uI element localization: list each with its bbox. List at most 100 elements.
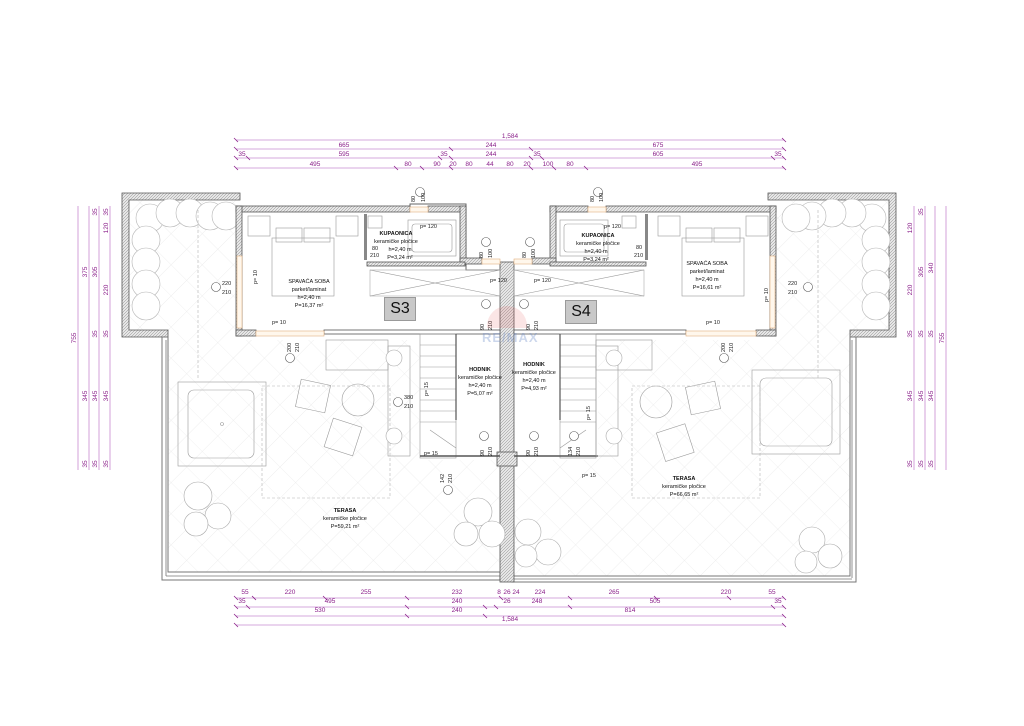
svg-text:35: 35 <box>440 151 448 158</box>
svg-text:p= 120: p= 120 <box>534 278 551 284</box>
svg-text:80: 80 <box>506 161 514 168</box>
svg-text:210: 210 <box>295 343 301 352</box>
svg-text:90: 90 <box>433 161 441 168</box>
svg-text:1,584: 1,584 <box>502 133 519 140</box>
svg-text:TERASA: TERASA <box>673 476 696 482</box>
svg-text:495: 495 <box>310 161 321 168</box>
svg-text:26: 26 <box>503 598 511 605</box>
planter-shrubs <box>131 198 891 321</box>
svg-text:605: 605 <box>653 151 664 158</box>
svg-text:P=16,61 m²: P=16,61 m² <box>693 285 722 291</box>
svg-text:120: 120 <box>907 222 914 233</box>
svg-text:p= 10: p= 10 <box>272 320 286 326</box>
svg-text:35: 35 <box>918 460 925 468</box>
svg-text:80: 80 <box>372 246 378 252</box>
svg-text:SPAVAĆA SOBA: SPAVAĆA SOBA <box>288 278 330 285</box>
svg-text:35: 35 <box>92 208 99 216</box>
svg-text:595: 595 <box>339 151 350 158</box>
svg-text:HODNIK: HODNIK <box>469 367 491 373</box>
svg-text:35: 35 <box>928 330 935 338</box>
svg-text:80: 80 <box>636 245 642 251</box>
svg-text:675: 675 <box>653 142 664 149</box>
svg-text:210: 210 <box>370 253 379 259</box>
svg-text:90: 90 <box>480 324 486 330</box>
room-label-s4-bedroom: SPAVAĆA SOBA parket/laminat h=2,40 m P=1… <box>686 260 728 291</box>
svg-text:210: 210 <box>534 321 540 330</box>
svg-text:90: 90 <box>480 450 486 456</box>
svg-text:210: 210 <box>448 474 454 483</box>
watermark-logo: RE/MAX <box>482 330 539 345</box>
svg-text:P=59,21 m²: P=59,21 m² <box>331 524 360 530</box>
room-label-s3-hallway: HODNIK keramičke pločice h=2,40 m P=5,07… <box>458 367 502 397</box>
svg-text:495: 495 <box>692 161 703 168</box>
room-label-s3-bedroom: SPAVAĆA SOBA parket/laminat h=2,40 m P=1… <box>288 278 330 309</box>
svg-text:26: 26 <box>503 589 511 596</box>
svg-text:345: 345 <box>92 390 99 401</box>
svg-text:244: 244 <box>486 151 497 158</box>
svg-text:h=2,40 m: h=2,40 m <box>695 277 719 283</box>
svg-text:keramičke pločice: keramičke pločice <box>458 375 502 381</box>
svg-text:80: 80 <box>479 252 485 258</box>
svg-text:210: 210 <box>729 343 735 352</box>
svg-text:parket/laminat: parket/laminat <box>292 287 327 293</box>
svg-text:134: 134 <box>568 447 574 456</box>
svg-text:h=2,40 m: h=2,40 m <box>468 383 492 389</box>
svg-text:P=3,24 m²: P=3,24 m² <box>387 255 413 261</box>
svg-text:210: 210 <box>404 404 413 410</box>
svg-text:35: 35 <box>907 460 914 468</box>
svg-text:755: 755 <box>71 332 78 343</box>
bushes <box>183 349 843 574</box>
unit-tag-s4: S4 <box>565 300 597 324</box>
svg-text:210: 210 <box>534 447 540 456</box>
svg-text:305: 305 <box>92 266 99 277</box>
room-label-s3-terrace: TERASA keramičke pločice P=59,21 m² <box>323 508 367 530</box>
svg-text:100: 100 <box>488 249 494 258</box>
dimensions-top: 1,584 665 244 675 35 595 35 244 35 605 3… <box>238 133 782 168</box>
svg-text:345: 345 <box>103 390 110 401</box>
svg-text:35: 35 <box>92 330 99 338</box>
svg-text:248: 248 <box>532 598 543 605</box>
room-label-s3-bathroom: KUPAONICA keramičke pločice h=2,40 m P=3… <box>374 231 418 261</box>
svg-text:HODNIK: HODNIK <box>523 362 545 368</box>
svg-text:220: 220 <box>721 589 732 596</box>
svg-text:305: 305 <box>918 266 925 277</box>
svg-text:375: 375 <box>82 266 89 277</box>
svg-text:210: 210 <box>488 321 494 330</box>
svg-text:KUPAONICA: KUPAONICA <box>582 233 615 239</box>
svg-text:495: 495 <box>325 598 336 605</box>
svg-text:244: 244 <box>486 142 497 149</box>
svg-text:224: 224 <box>535 589 546 596</box>
svg-text:35: 35 <box>774 598 782 605</box>
svg-text:345: 345 <box>918 390 925 401</box>
room-label-s4-terrace: TERASA keramičke pločice P=66,65 m² <box>662 476 706 498</box>
svg-text:h=2,40 m: h=2,40 m <box>297 295 321 301</box>
svg-text:80: 80 <box>590 196 596 202</box>
svg-text:80: 80 <box>411 196 417 202</box>
svg-text:35: 35 <box>92 460 99 468</box>
svg-text:210: 210 <box>576 447 582 456</box>
svg-text:p= 15: p= 15 <box>424 451 438 457</box>
svg-text:35: 35 <box>533 151 541 158</box>
opening-markers <box>211 187 813 495</box>
svg-text:p= 10: p= 10 <box>253 270 259 284</box>
svg-text:h=2,40 m: h=2,40 m <box>584 249 608 255</box>
svg-text:255: 255 <box>361 589 372 596</box>
svg-text:keramičke pločice: keramičke pločice <box>374 239 418 245</box>
svg-text:p= 10: p= 10 <box>706 320 720 326</box>
svg-text:TERASA: TERASA <box>334 508 357 514</box>
room-label-s4-bathroom: KUPAONICA keramičke pločice h=2,40 m P=3… <box>576 233 620 263</box>
svg-text:90: 90 <box>526 324 532 330</box>
svg-text:665: 665 <box>339 142 350 149</box>
svg-text:80: 80 <box>566 161 574 168</box>
svg-text:340: 340 <box>928 262 935 273</box>
svg-text:80: 80 <box>522 252 528 258</box>
svg-text:35: 35 <box>103 460 110 468</box>
svg-text:keramičke pločice: keramičke pločice <box>576 241 620 247</box>
svg-text:265: 265 <box>609 589 620 596</box>
svg-text:505: 505 <box>650 598 661 605</box>
svg-text:210: 210 <box>488 447 494 456</box>
svg-text:35: 35 <box>918 330 925 338</box>
svg-text:p= 15: p= 15 <box>586 406 592 420</box>
svg-text:210: 210 <box>788 290 797 296</box>
svg-text:380: 380 <box>404 395 413 401</box>
